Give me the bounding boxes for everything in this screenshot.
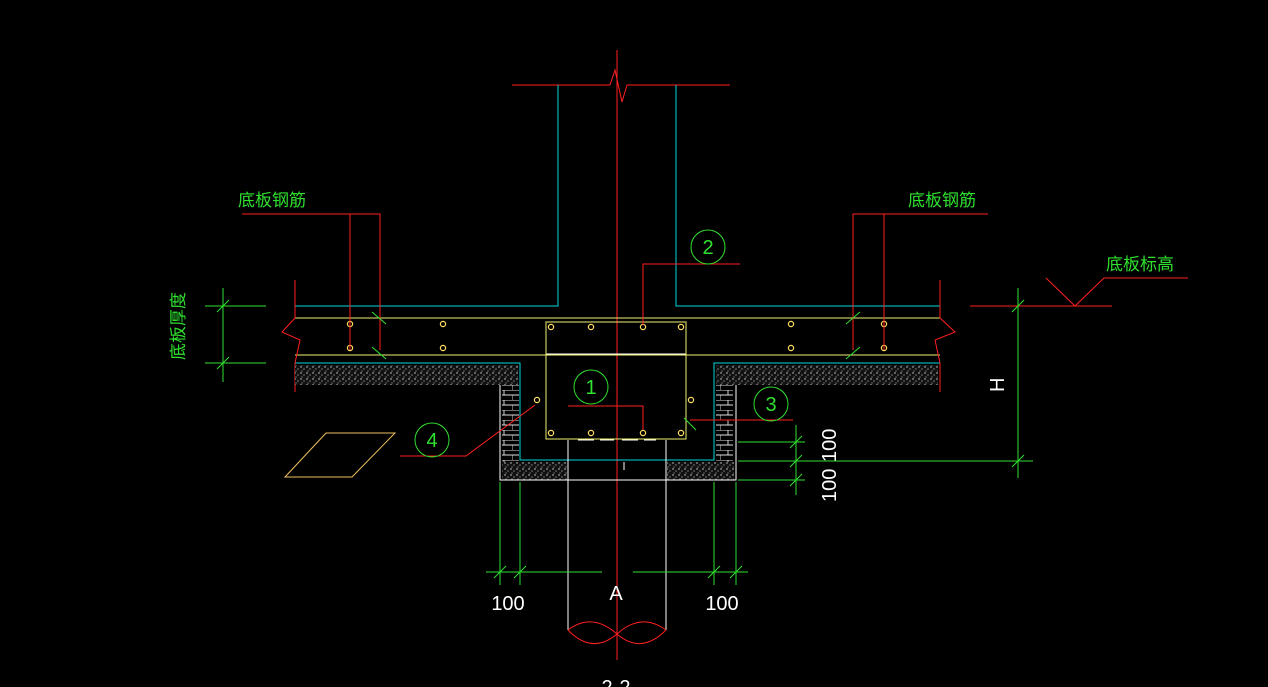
label-bottom-slab-rebar-left: 底板钢筋 <box>238 191 306 211</box>
callout-3: 3 <box>753 386 789 422</box>
parallelogram-symbol <box>283 432 397 478</box>
column-break-line <box>512 68 730 103</box>
callout-4: 4 <box>414 422 450 458</box>
rebar-dots <box>346 320 888 437</box>
leader-callout-2 <box>642 263 740 325</box>
dimension-lines <box>205 288 1033 585</box>
callout-4-text: 4 <box>426 430 437 452</box>
cushion-pit-left <box>502 462 567 480</box>
slab-bottom-outline <box>295 362 940 461</box>
pile <box>567 439 667 630</box>
slab-break-right <box>934 280 956 392</box>
callout-1: 1 <box>573 369 609 405</box>
cushion-left <box>295 365 518 385</box>
dim-label-100-right: 100 <box>705 593 738 615</box>
leader-callout-1 <box>568 405 644 430</box>
leader-callout-4 <box>400 404 536 457</box>
cushion-right <box>716 365 938 385</box>
pile-cap-lower-cage <box>545 321 687 440</box>
label-bottom-slab-elevation: 底板标高 <box>1106 255 1174 275</box>
leader-rebar-left <box>349 213 381 350</box>
callout-2: 2 <box>690 229 726 265</box>
dim-label-100-left: 100 <box>491 593 524 615</box>
callout-2-text: 2 <box>702 237 713 259</box>
column-outline-right <box>675 85 940 307</box>
elevation-symbol <box>1045 277 1188 307</box>
slab-ticks <box>371 311 861 431</box>
column-outline-left <box>295 85 559 307</box>
callout-3-text: 3 <box>765 394 776 416</box>
pit-outer-outline <box>499 385 737 481</box>
dim-label-100-vertical-lower: 100 <box>819 469 841 502</box>
label-bottom-slab-rebar-right: 底板钢筋 <box>908 191 976 211</box>
cushion-pit-right <box>667 462 734 480</box>
pile-break-symbol <box>567 621 667 644</box>
brick-wall-right <box>716 385 733 462</box>
callout-1-text: 1 <box>585 377 596 399</box>
pile-cap-upper-cage <box>545 321 687 355</box>
dim-label-100-vertical-upper: 100 <box>819 429 841 462</box>
leader-rebar-right <box>852 213 885 350</box>
dim-label-h: H <box>987 378 1009 392</box>
dim-label-a: A <box>609 583 623 605</box>
label-bottom-slab-thickness: 底板厚度 <box>169 292 189 360</box>
section-title: 2-2 <box>602 677 631 687</box>
